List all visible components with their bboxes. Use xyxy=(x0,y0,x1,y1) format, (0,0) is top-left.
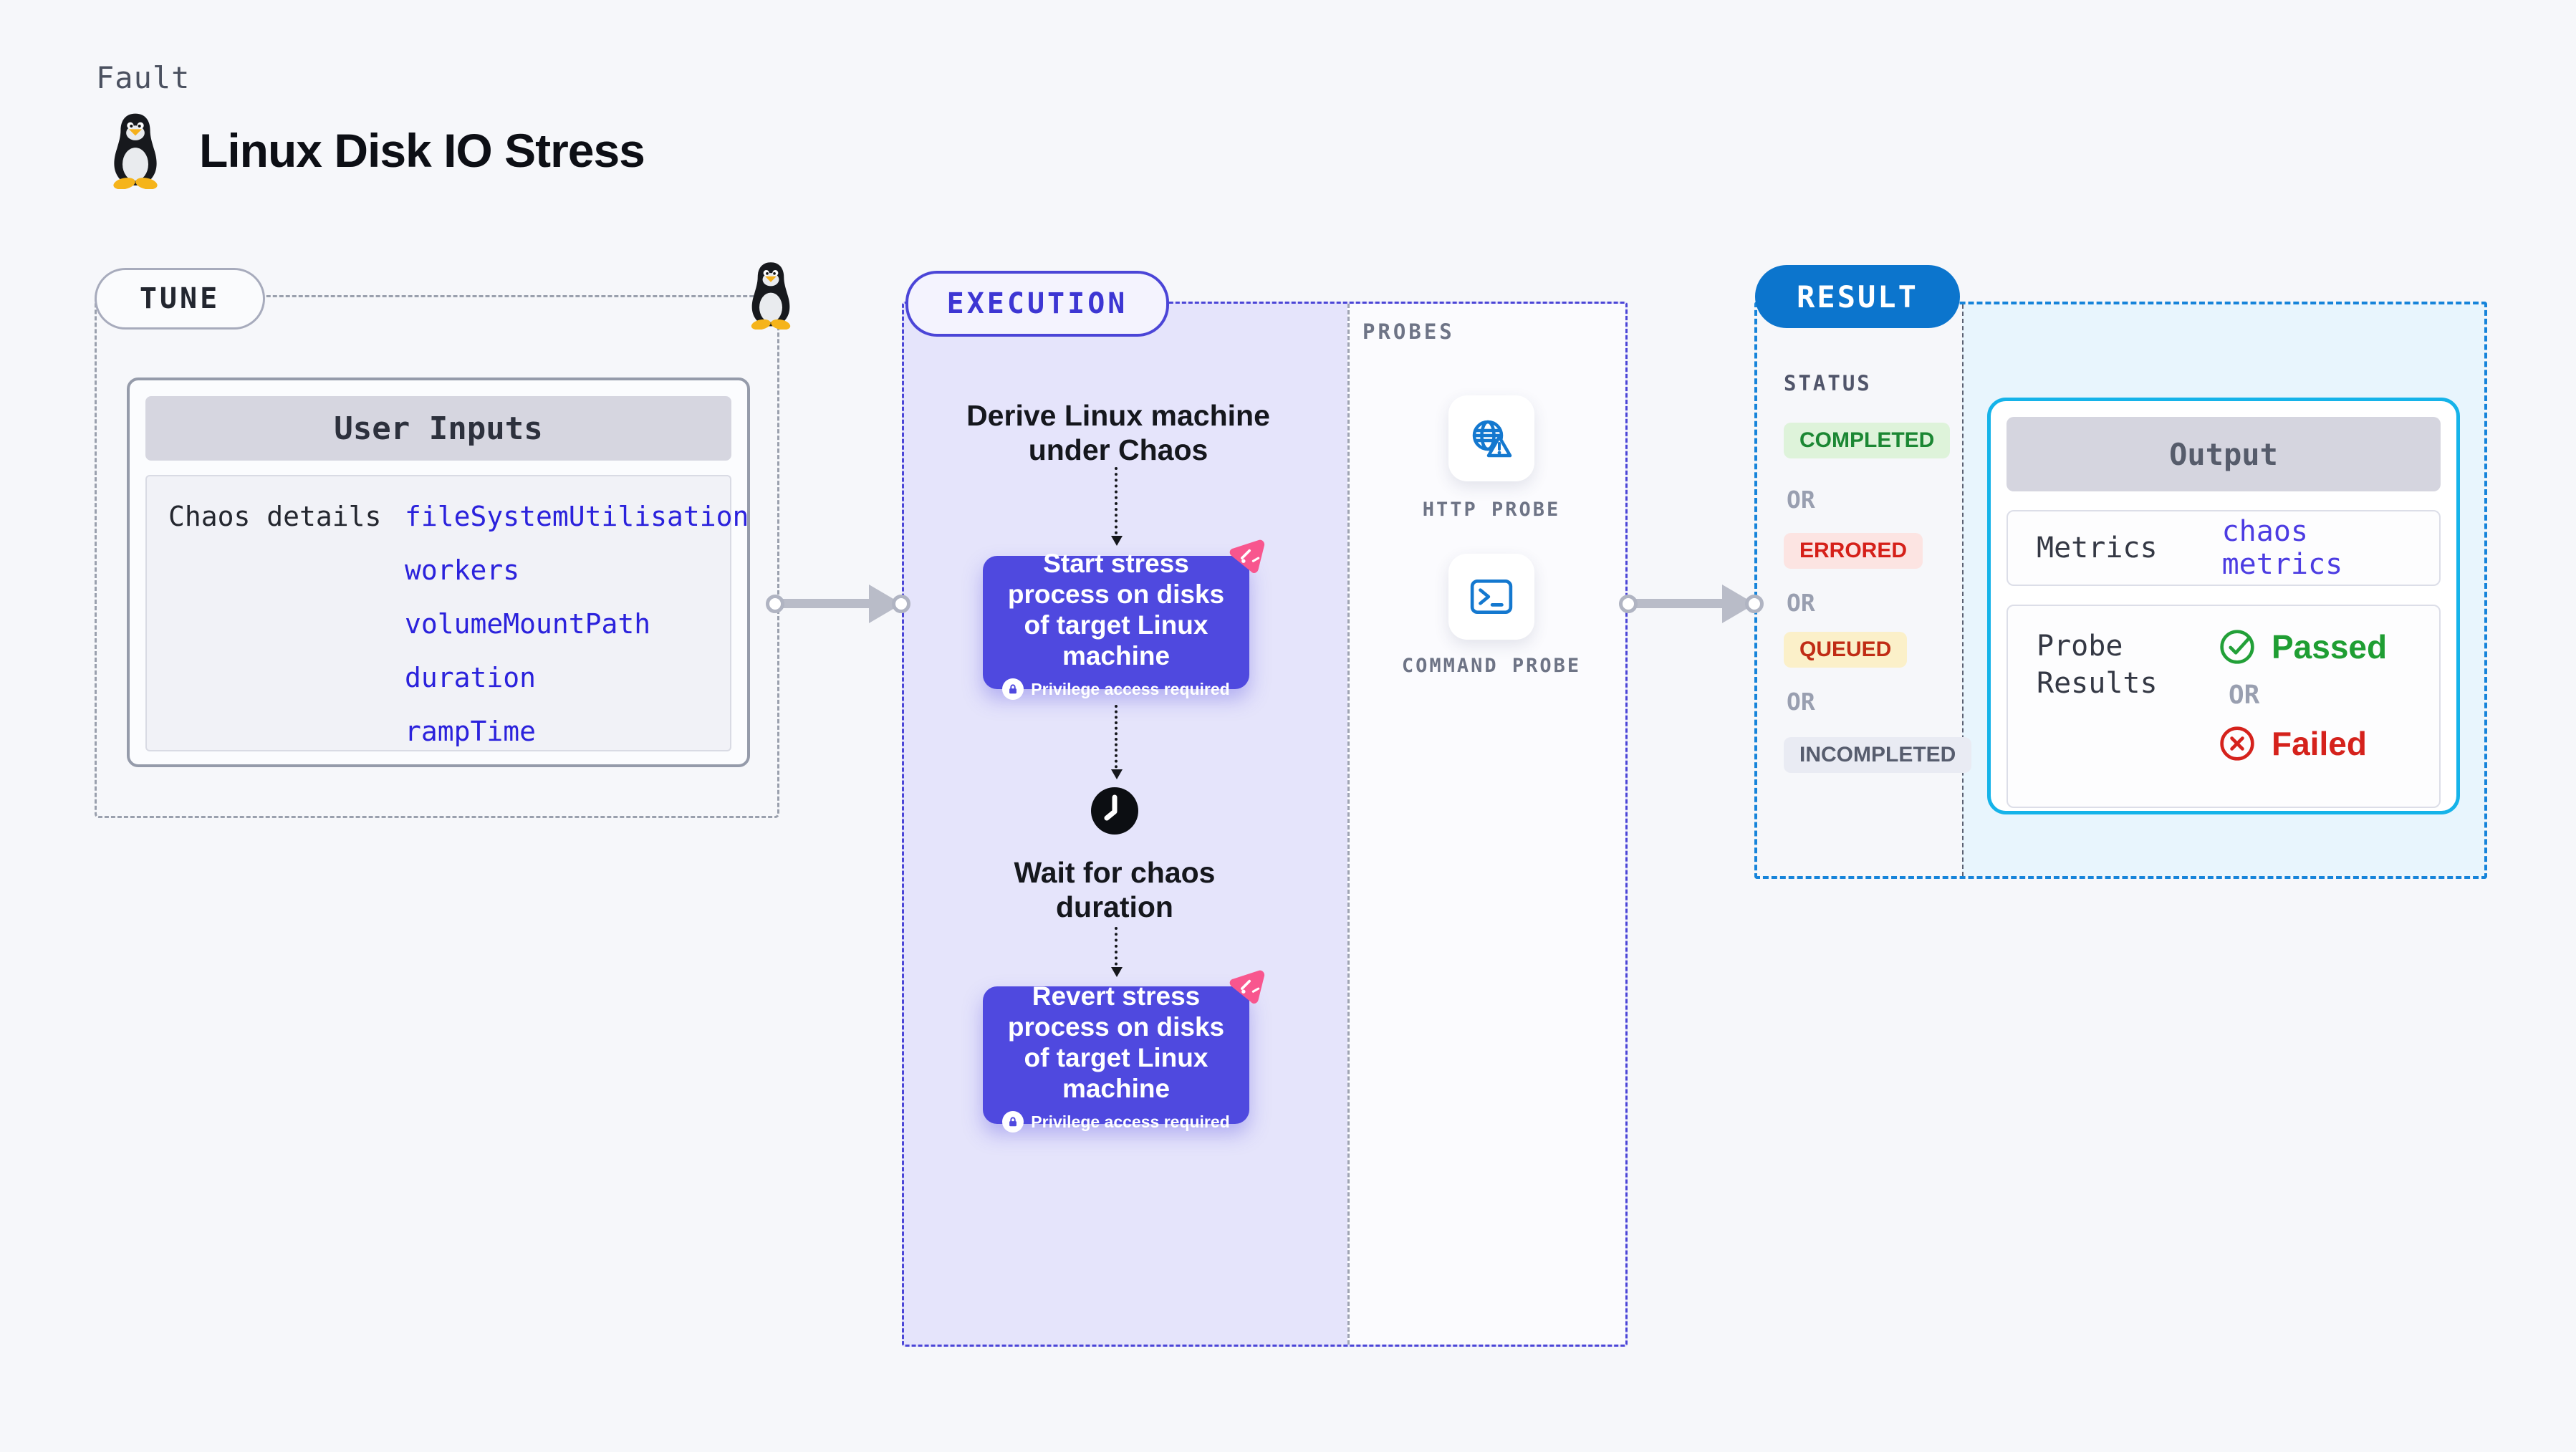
terminal-icon xyxy=(1470,579,1513,615)
param-ramptime: rampTime xyxy=(405,716,537,747)
user-inputs-title: User Inputs xyxy=(145,396,731,461)
status-or-text: OR xyxy=(1787,486,1815,514)
execution-section-label: EXECUTION xyxy=(946,287,1128,320)
tune-section-box xyxy=(95,295,779,818)
command-probe-card xyxy=(1448,554,1534,640)
connector-dot xyxy=(1619,595,1638,613)
fault-category-label: Fault xyxy=(96,60,191,95)
privilege-note-row: Privilege access required xyxy=(1002,678,1230,700)
tune-section-label: TUNE xyxy=(139,282,221,315)
output-card-title: Output xyxy=(2007,417,2441,491)
privilege-note-text: Privilege access required xyxy=(1031,679,1230,698)
globe-warning-icon xyxy=(1472,420,1512,458)
probe-results-values: Passed OR Failed xyxy=(2219,628,2387,807)
param-filesystemutilisation: fileSystemUtilisation xyxy=(405,501,749,532)
page-title: Linux Disk IO Stress xyxy=(199,124,645,177)
result-section-label: RESULT xyxy=(1797,279,1918,314)
http-probe-label: HTTP PROBE xyxy=(1422,499,1561,521)
probe-results-label: Probe Results xyxy=(2037,630,2158,700)
failed-row: Failed xyxy=(2219,724,2387,763)
chaos-details-label: Chaos details xyxy=(168,501,382,532)
tunable-params-list: fileSystemUtilisation workers volumeMoun… xyxy=(405,501,749,747)
metrics-value: chaos metrics xyxy=(2221,515,2343,581)
litmus-chaos-icon xyxy=(1229,970,1265,1004)
tune-section-pill: TUNE xyxy=(95,268,265,330)
user-inputs-card: User Inputs Chaos details fileSystemUtil… xyxy=(127,378,750,767)
status-or-text: OR xyxy=(1787,688,1815,716)
failed-text: Failed xyxy=(2272,725,2367,762)
result-section-pill: RESULT xyxy=(1755,265,1960,328)
privilege-note-row: Privilege access required xyxy=(1002,1111,1230,1133)
execution-section-pill: EXECUTION xyxy=(905,271,1169,337)
litmus-chaos-icon xyxy=(1229,539,1265,573)
arrow-line xyxy=(780,599,873,608)
status-badge-completed: COMPLETED xyxy=(1784,423,1951,458)
passed-row: Passed xyxy=(2219,628,2387,666)
status-badge-errored: ERRORED xyxy=(1784,533,1923,569)
flow-dotted-arrow xyxy=(1111,467,1123,546)
clock-icon xyxy=(1090,787,1139,835)
flow-dotted-arrow xyxy=(1111,705,1123,779)
connector-dot xyxy=(1745,595,1764,613)
tune-to-execution-arrow xyxy=(766,574,910,623)
status-column-label: STATUS xyxy=(1784,371,1872,395)
arrow-line xyxy=(1633,599,1726,608)
http-probe-card xyxy=(1448,395,1534,481)
connector-dot xyxy=(892,595,910,613)
tux-icon xyxy=(113,113,158,189)
metrics-label: Metrics xyxy=(2037,532,2158,564)
connector-dot xyxy=(766,595,784,613)
param-workers: workers xyxy=(405,554,520,586)
command-probe-label: COMMAND PROBE xyxy=(1401,655,1582,677)
status-badge-queued: QUEUED xyxy=(1784,632,1908,668)
step-revert-stress-text: Revert stress process on disks of target… xyxy=(1007,981,1225,1103)
step-start-stress-card: Start stress process on disks of target … xyxy=(983,539,1265,700)
param-duration: duration xyxy=(405,662,537,693)
step-derive-text: Derive Linux machine under Chaos xyxy=(966,399,1270,466)
x-circle-icon xyxy=(2220,726,2254,761)
step-wait-text: Wait for chaos duration xyxy=(1014,856,1216,923)
execution-to-result-arrow xyxy=(1619,574,1764,623)
check-circle-icon xyxy=(2220,630,2254,664)
flow-dotted-arrow xyxy=(1111,927,1123,977)
step-revert-stress-card: Revert stress process on disks of target… xyxy=(983,970,1265,1133)
lock-icon xyxy=(1002,678,1024,700)
status-or-text: OR xyxy=(1787,589,1815,617)
output-card: Output Metrics chaos metrics Probe Resul… xyxy=(1987,398,2460,814)
probes-subsection-label: PROBES xyxy=(1363,319,1455,344)
probe-or-text: OR xyxy=(2229,681,2260,710)
user-inputs-body: Chaos details fileSystemUtilisation work… xyxy=(145,475,749,751)
metrics-row: Metrics chaos metrics xyxy=(2007,510,2441,586)
param-volumemountpath: volumeMountPath xyxy=(405,608,651,640)
tux-icon-small xyxy=(751,262,791,330)
status-badge-incompleted: INCOMPLETED xyxy=(1784,737,1972,773)
probe-results-row: Probe Results Passed OR Failed xyxy=(2007,605,2441,808)
step-start-stress-text: Start stress process on disks of target … xyxy=(1007,549,1225,670)
privilege-note-text: Privilege access required xyxy=(1031,1112,1230,1131)
passed-text: Passed xyxy=(2272,628,2388,665)
lock-icon xyxy=(1002,1111,1024,1133)
